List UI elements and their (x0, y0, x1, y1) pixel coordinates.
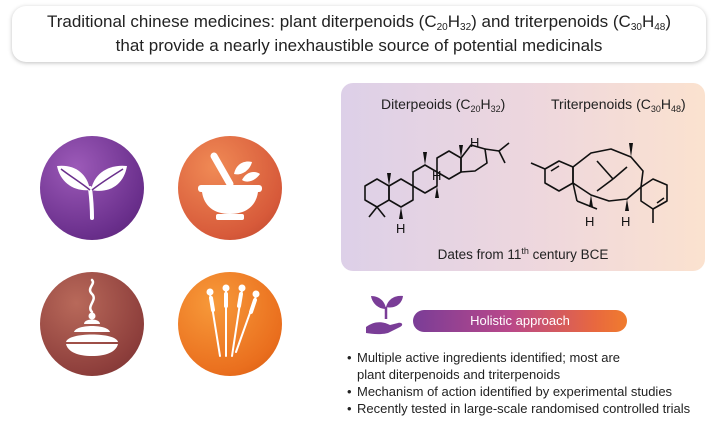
molecule-panel: Diterpeoids (C20H32) Triterpenoids (C30H… (341, 83, 705, 271)
incense-burner-icon (40, 272, 144, 376)
bullet-1-continued: plant diterpenoids and triterpenoids (357, 367, 561, 382)
diterpenoid-label: Diterpeoids (C20H32) (381, 96, 506, 114)
dates-caption: Dates from 11th century BCE (437, 246, 609, 263)
acupuncture-needles-icon (178, 272, 282, 376)
atom-h-3: H (470, 135, 479, 150)
ring-a (364, 178, 390, 208)
atom-h-1: H (396, 221, 405, 236)
leaf-sprout-icon (40, 136, 144, 240)
ring-b (388, 178, 414, 208)
title-box: Traditional chinese medicines: plant dit… (12, 6, 706, 62)
atom-h-2: H (432, 168, 441, 183)
molecule-structures: H H H H H (364, 135, 668, 236)
ring-f (544, 160, 574, 192)
mortar-pestle-icon (178, 136, 282, 240)
ring-h (640, 178, 668, 210)
atom-h-5: H (621, 214, 630, 229)
bullet-3: Recently tested in large-scale randomise… (347, 400, 717, 417)
triterpenoid-label: Triterpenoids (C30H48) (551, 96, 686, 114)
bullet-2: Mechanism of action identified by experi… (347, 383, 717, 400)
cage-g (572, 148, 644, 202)
bullet-list: Multiple active ingredients identified; … (347, 349, 717, 417)
bullet-1: Multiple active ingredients identified; … (347, 349, 717, 366)
title-line-2: that provide a nearly inexhaustible sour… (115, 36, 603, 55)
hand-sprout-icon (362, 293, 410, 342)
title-line-1: Traditional chinese medicines: plant dit… (46, 12, 672, 33)
holistic-approach-banner: Holistic approach (413, 310, 627, 332)
ring-e (460, 144, 488, 173)
atom-h-4: H (585, 214, 594, 229)
